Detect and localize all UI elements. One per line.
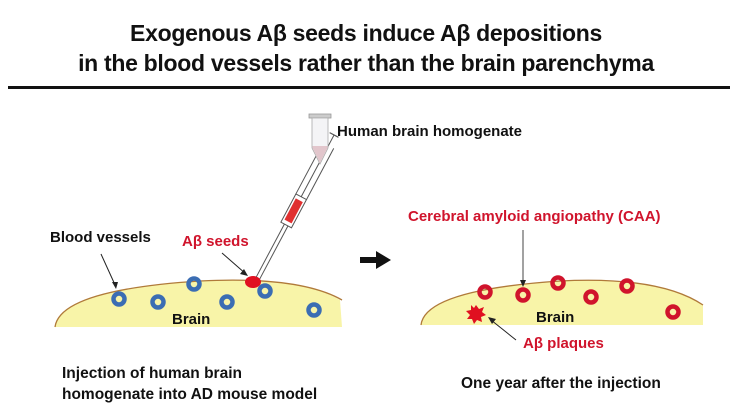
blood-vessel — [306, 302, 322, 318]
right-arrow-icon — [360, 251, 391, 269]
right-blood-vessels — [477, 275, 681, 320]
amyloid-vessel — [665, 304, 681, 320]
amyloid-vessel — [583, 289, 599, 305]
title-divider — [8, 86, 730, 89]
homogenate-label: Human brain homogenate — [337, 123, 523, 140]
amyloid-vessel — [619, 278, 635, 294]
left-brain-label: Brain — [172, 311, 211, 328]
left-caption-line-1: Injection of human brain — [62, 365, 242, 382]
abeta-seeds-label: Aβ seeds — [182, 233, 249, 250]
abeta-seed-blob — [245, 276, 261, 288]
right-brain-label: Brain — [536, 309, 575, 326]
title-line-1: Exogenous Aβ seeds induce Aβ depositions — [130, 20, 602, 46]
blood-vessel — [111, 291, 127, 307]
amyloid-vessel — [477, 284, 493, 300]
blood-vessel — [150, 294, 166, 310]
blood-vessels-pointer — [100, 253, 117, 288]
blood-vessels-label: Blood vessels — [50, 229, 151, 246]
blood-vessel — [219, 294, 235, 310]
plaques-pointer — [490, 319, 517, 341]
left-caption-line-2: homogenate into AD mouse model — [62, 386, 318, 403]
abeta-plaque-icon — [466, 305, 486, 324]
amyloid-vessel — [515, 287, 531, 303]
right-caption: One year after the injection — [461, 375, 661, 392]
left-caption: Injection of human brain homogenate into… — [62, 363, 317, 405]
blood-vessel — [257, 283, 273, 299]
figure-title: Exogenous Aβ seeds induce Aβ depositions… — [0, 18, 732, 78]
blood-vessel — [186, 276, 202, 292]
microtube-icon — [308, 113, 332, 165]
right-brain-surface — [420, 279, 704, 326]
syringe-icon — [255, 132, 339, 280]
amyloid-vessel — [550, 275, 566, 291]
caa-label: Cerebral amyloid angiopathy (CAA) — [408, 208, 661, 225]
left-blood-vessels — [111, 276, 322, 318]
abeta-seeds-pointer — [221, 252, 247, 275]
abeta-plaques-label: Aβ plaques — [523, 335, 604, 352]
title-line-2: in the blood vessels rather than the bra… — [78, 50, 654, 76]
